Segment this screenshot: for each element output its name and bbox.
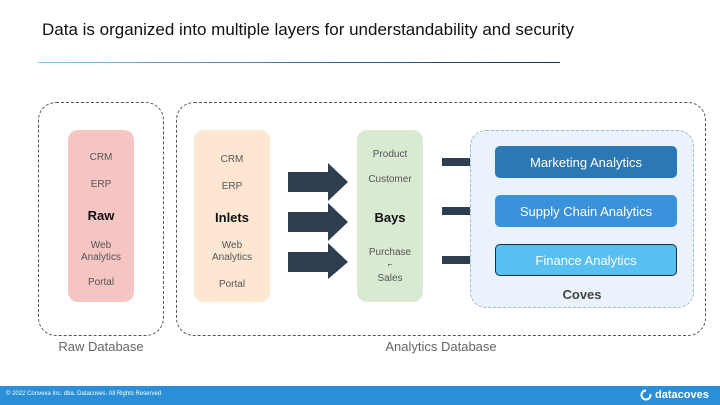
raw-item-portal: Portal xyxy=(87,277,115,288)
analytics-database-label: Analytics Database xyxy=(385,339,497,354)
arrow-right-icon xyxy=(288,203,348,241)
bays-title: Bays xyxy=(374,210,406,225)
arrow-right-icon xyxy=(288,243,348,279)
inlets-item-erp: ERP xyxy=(221,181,243,192)
bays-item-customer: Customer xyxy=(368,174,412,185)
bays-item-product: Product xyxy=(372,149,408,160)
raw-database-group xyxy=(38,102,164,336)
raw-item-erp: ERP xyxy=(90,179,112,190)
footer-brand: datacoves xyxy=(640,389,709,401)
inlets-column: CRM ERP Inlets Web Analytics Portal xyxy=(194,130,270,302)
cove-marketing-analytics-label: Marketing Analytics xyxy=(530,154,642,170)
footer-copyright: © 2022 Convexa Inc. dba. Datacoves. All … xyxy=(6,391,162,397)
raw-database-label: Raw Database xyxy=(58,339,144,354)
cove-supply-chain-analytics-label: Supply Chain Analytics xyxy=(519,203,653,219)
raw-item-web-analytics: Web Analytics xyxy=(68,240,134,264)
cove-finance-analytics[interactable]: Finance Analytics xyxy=(495,244,677,276)
bays-item-sales: Sales xyxy=(377,273,403,284)
title-underline xyxy=(38,62,560,63)
inlets-item-portal: Portal xyxy=(218,279,246,290)
bays-column: Product Customer Bays Purchase ⌐ Sales xyxy=(357,130,423,302)
cove-supply-chain-analytics[interactable]: Supply Chain Analytics xyxy=(495,195,677,227)
bays-item-purchase: Purchase xyxy=(368,247,412,258)
footer-brand-name: datacoves xyxy=(655,389,709,401)
coves-label: Coves xyxy=(562,287,602,302)
cove-finance-analytics-label: Finance Analytics xyxy=(535,252,637,268)
raw-item-web-analytics-text: Web Analytics xyxy=(80,240,121,263)
arrow-right-icon xyxy=(288,163,348,201)
datacoves-logo-icon xyxy=(640,389,652,401)
slide-title: Data is organized into multiple layers f… xyxy=(42,20,574,39)
inlets-item-web-analytics-text: Web Analytics xyxy=(211,240,252,263)
raw-column: CRM ERP Raw Web Analytics Portal xyxy=(68,130,134,302)
analytics-database-group xyxy=(176,102,706,336)
inlets-item-crm: CRM xyxy=(220,154,244,165)
inlets-item-web-analytics: Web Analytics xyxy=(194,240,270,264)
arrows-inlets-to-bays xyxy=(288,163,348,279)
cove-marketing-analytics[interactable]: Marketing Analytics xyxy=(495,146,677,178)
inlets-title: Inlets xyxy=(215,210,249,225)
bays-item-separator: ⌐ xyxy=(387,260,393,269)
raw-title: Raw xyxy=(87,208,115,223)
raw-item-crm: CRM xyxy=(89,152,113,163)
footer-bar xyxy=(0,386,720,405)
